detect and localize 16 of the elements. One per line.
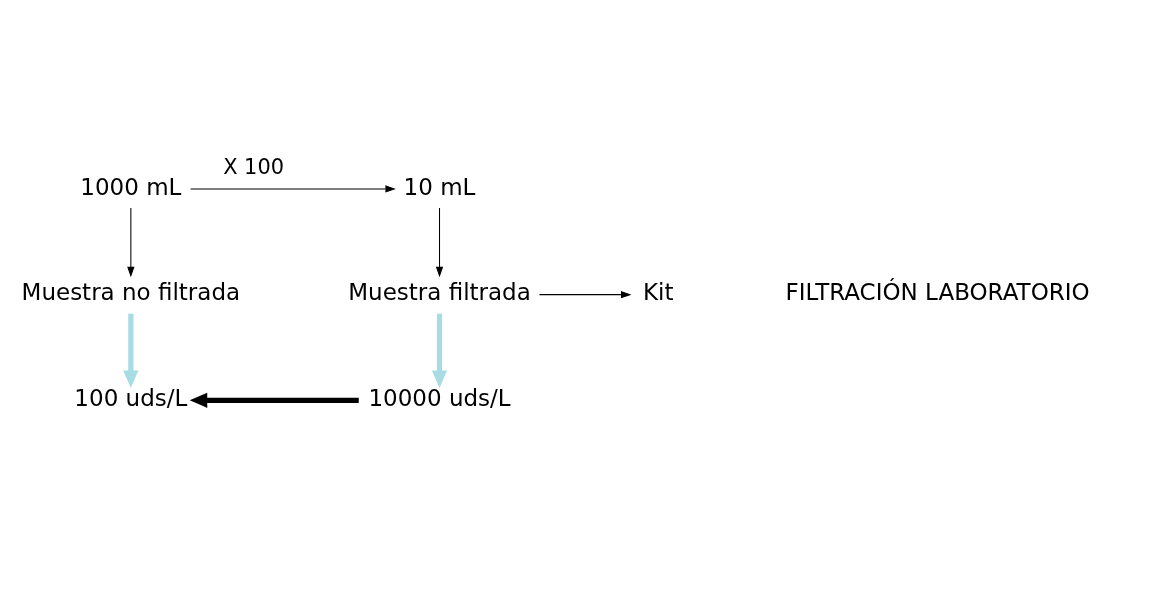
arrow xyxy=(189,392,359,408)
arrow xyxy=(127,207,135,278)
node-text: 1000 mL xyxy=(80,173,182,200)
node-text: Muestra no filtrada xyxy=(21,279,241,306)
node-text: Kit xyxy=(642,279,674,306)
arrow xyxy=(431,313,448,388)
node-text: 10000 uds/L xyxy=(368,385,511,412)
node-text: Muestra filtrada xyxy=(348,279,531,306)
arrow xyxy=(435,207,444,278)
arrow xyxy=(538,290,632,299)
node-text: 100 uds/L xyxy=(74,385,188,412)
label: FILTRACIÓN LABORATORIO xyxy=(785,279,1090,306)
node-text: 10 mL xyxy=(403,173,476,200)
edge-label: X 100 xyxy=(223,155,285,180)
arrow xyxy=(123,313,139,388)
arrow xyxy=(190,185,396,193)
